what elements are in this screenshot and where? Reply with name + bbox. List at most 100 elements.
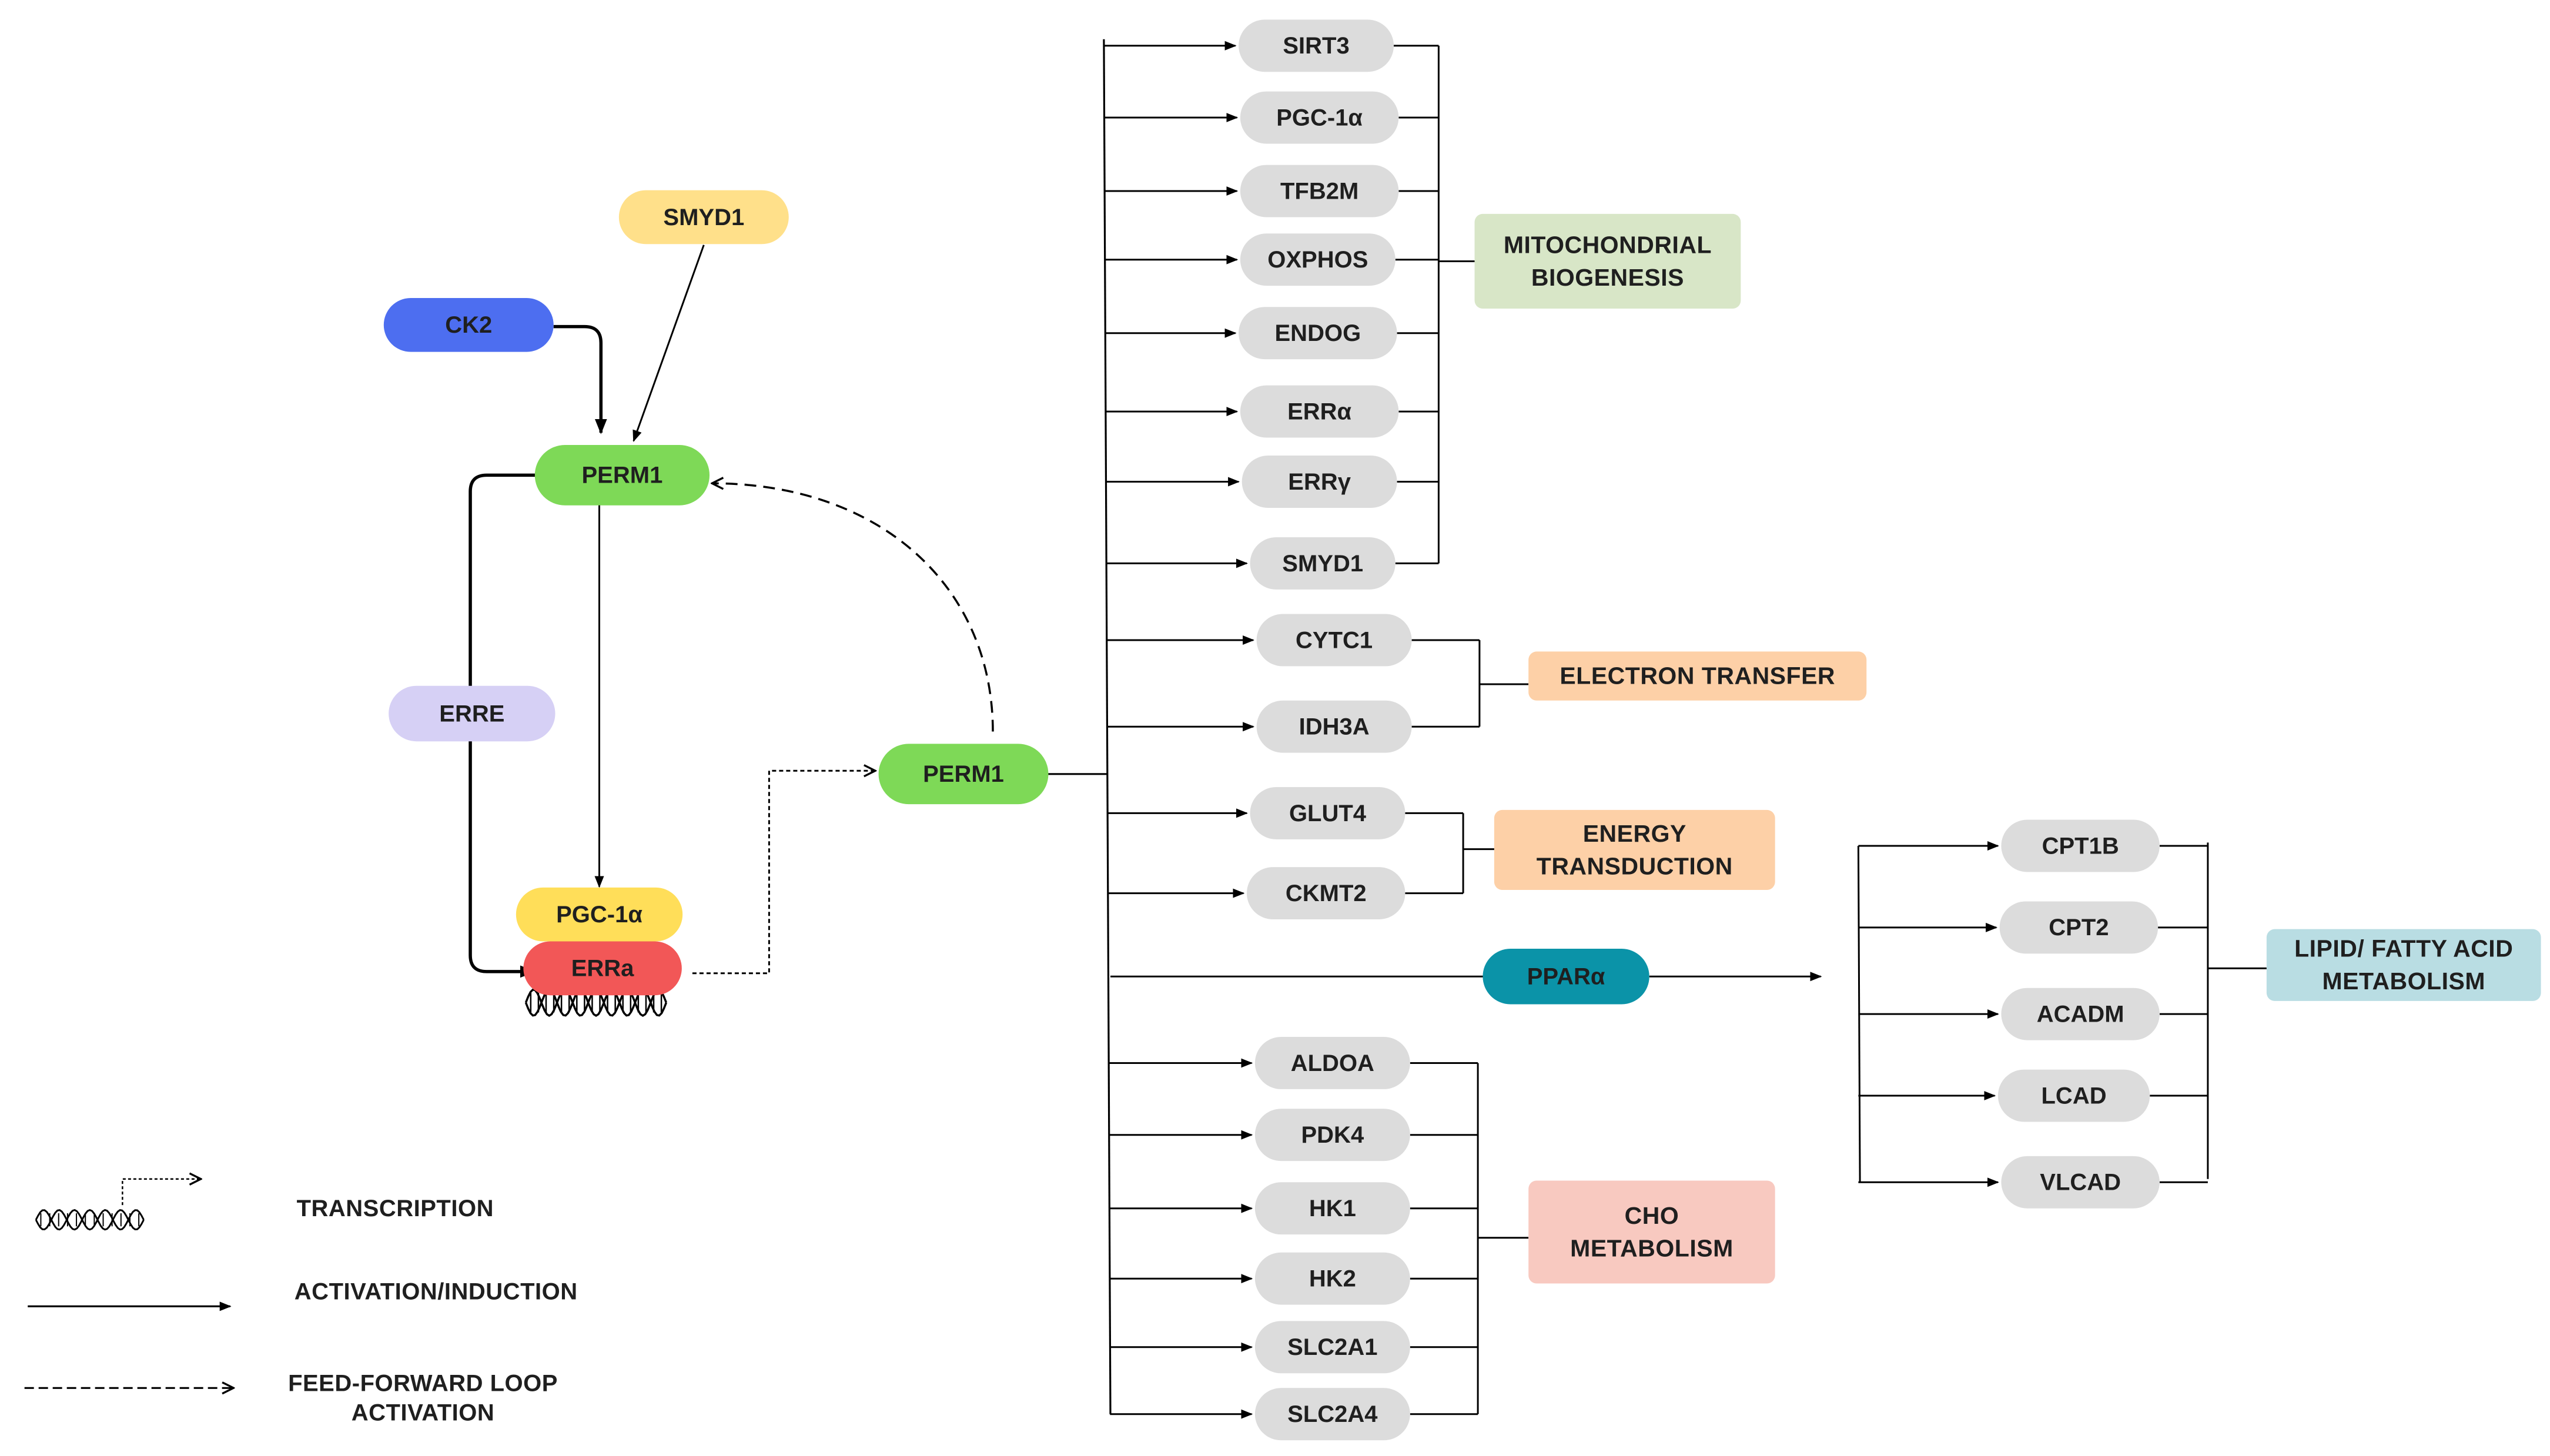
cho-category-box-shape bbox=[1528, 1180, 1775, 1284]
mito-target-3-shape bbox=[1240, 233, 1396, 286]
smyd1-node-label-line: SMYD1 bbox=[663, 205, 744, 230]
energy-target-0-shape bbox=[1250, 786, 1405, 839]
lipid-target-1-label: CPT2 bbox=[2049, 915, 2109, 940]
perm1-center-node-label: PERM1 bbox=[923, 761, 1004, 787]
lipid-target-4-label-line: VLCAD bbox=[2040, 1170, 2121, 1196]
legend-feedforward-label-line: FEED-FORWARD LOOP bbox=[288, 1370, 558, 1396]
electron-target-1-label-line: IDH3A bbox=[1299, 714, 1370, 740]
lipid-target-2[interactable]: ACADM bbox=[2001, 988, 2160, 1040]
lipid-target-2-shape bbox=[2001, 988, 2160, 1040]
mito-target-4[interactable]: ENDOG bbox=[1239, 307, 1397, 360]
electron-target-1-label: IDH3A bbox=[1299, 714, 1370, 740]
ck2-to-perm1 bbox=[553, 324, 607, 434]
lipid-target-4-shape bbox=[2001, 1156, 2160, 1209]
mito-target-4-label-line: ENDOG bbox=[1275, 320, 1361, 346]
energy-category-box-label-line: TRANSDUCTION bbox=[1537, 852, 1733, 879]
electron-target-0-shape bbox=[1256, 614, 1412, 667]
mito-target-1[interactable]: PGC-1α bbox=[1240, 91, 1399, 144]
electron-category-box-label: ELECTRON TRANSFER bbox=[1560, 662, 1835, 689]
legend: TRANSCRIPTIONACTIVATION/INDUCTIONFEED-FO… bbox=[24, 1179, 577, 1425]
pgc1a-node-label: PGC-1α bbox=[556, 902, 642, 928]
mito-target-3-label-line: OXPHOS bbox=[1267, 247, 1368, 273]
cho-target-2[interactable]: HK1 bbox=[1254, 1182, 1410, 1235]
lipid-target-1-shape bbox=[1999, 901, 2159, 954]
energy-target-1-label: CKMT2 bbox=[1286, 881, 1367, 906]
energy-target-1[interactable]: CKMT2 bbox=[1247, 867, 1405, 920]
lipid-target-3[interactable]: LCAD bbox=[1997, 1069, 2150, 1122]
ck2-node-shape bbox=[383, 297, 554, 352]
erra-node-label-line: ERRa bbox=[571, 956, 634, 982]
mito-target-7-label: SMYD1 bbox=[1282, 551, 1363, 577]
electron-target-1[interactable]: IDH3A bbox=[1256, 700, 1412, 753]
pgc1a-node[interactable]: PGC-1α bbox=[516, 887, 683, 942]
mito-target-4-shape bbox=[1239, 307, 1397, 360]
mito-target-1-label-line: PGC-1α bbox=[1276, 105, 1363, 130]
mito-target-0-shape bbox=[1239, 19, 1394, 72]
cho-category-box-label-line: CHO bbox=[1625, 1202, 1679, 1229]
electron-target-0-label: CYTC1 bbox=[1296, 627, 1373, 653]
mito-target-6-shape bbox=[1241, 456, 1397, 508]
electron-category-box: ELECTRON TRANSFER bbox=[1528, 651, 1867, 701]
mito-target-0[interactable]: SIRT3 bbox=[1239, 19, 1394, 72]
pgc1a-node-shape bbox=[516, 887, 683, 942]
cho-target-3[interactable]: HK2 bbox=[1254, 1252, 1410, 1305]
ck2-node-label: CK2 bbox=[445, 312, 492, 338]
mito-target-0-label-line: SIRT3 bbox=[1283, 33, 1349, 59]
perm1-center-node[interactable]: PERM1 bbox=[878, 744, 1049, 805]
legend-feedforward-label: FEED-FORWARD LOOP ACTIVATION bbox=[288, 1370, 558, 1425]
erra-node-label: ERRa bbox=[571, 956, 634, 982]
lipid-target-1-label-line: CPT2 bbox=[2049, 915, 2109, 940]
lipid-target-0[interactable]: CPT1B bbox=[2001, 819, 2160, 872]
electron-target-0[interactable]: CYTC1 bbox=[1256, 614, 1412, 667]
mito-target-2-label-line: TFB2M bbox=[1280, 178, 1358, 204]
mito-target-5-shape bbox=[1240, 385, 1399, 438]
legend-dna-strand bbox=[35, 1209, 145, 1231]
ck2-node[interactable]: CK2 bbox=[383, 297, 554, 352]
cho-target-1[interactable]: PDK4 bbox=[1254, 1109, 1410, 1162]
lipid-target-4[interactable]: VLCAD bbox=[2001, 1156, 2160, 1209]
erre-node-shape bbox=[389, 685, 555, 742]
ck2-node-label-line: CK2 bbox=[445, 312, 492, 338]
cho-target-2-label: HK1 bbox=[1309, 1196, 1356, 1221]
electron-category-box-shape bbox=[1528, 651, 1867, 701]
perm1-top-node-shape bbox=[534, 445, 710, 506]
cho-target-1-label-line: PDK4 bbox=[1301, 1122, 1364, 1148]
electron-target-0-label-line: CYTC1 bbox=[1296, 627, 1373, 653]
cho-target-4[interactable]: SLC2A1 bbox=[1254, 1321, 1410, 1374]
erra-node[interactable]: ERRa bbox=[523, 941, 682, 996]
perm1-top-node[interactable]: PERM1 bbox=[534, 445, 710, 506]
erre-node[interactable]: ERRE bbox=[389, 685, 555, 742]
lipid-target-1[interactable]: CPT2 bbox=[1999, 901, 2159, 954]
lipid-target-3-label: LCAD bbox=[2042, 1083, 2107, 1109]
mito-target-2[interactable]: TFB2M bbox=[1240, 165, 1399, 217]
lipid-target-4-label: VLCAD bbox=[2040, 1170, 2121, 1196]
mito-target-0-label: SIRT3 bbox=[1283, 33, 1349, 59]
cho-target-0[interactable]: ALDOA bbox=[1254, 1037, 1410, 1089]
cho-target-5[interactable]: SLC2A4 bbox=[1254, 1388, 1410, 1441]
mito-category-box-label-line: BIOGENESIS bbox=[1531, 264, 1684, 291]
mito-target-5-label-line: ERRα bbox=[1287, 399, 1351, 424]
mito-target-1-label: PGC-1α bbox=[1276, 105, 1363, 130]
smyd1-node[interactable]: SMYD1 bbox=[618, 190, 789, 245]
mito-target-3[interactable]: OXPHOS bbox=[1240, 233, 1396, 286]
mito-target-7[interactable]: SMYD1 bbox=[1250, 537, 1396, 590]
pgc1a-node-label-line: PGC-1α bbox=[556, 902, 642, 928]
legend-feedforward-label-line: ACTIVATION bbox=[352, 1400, 495, 1425]
mito-target-2-shape bbox=[1240, 165, 1399, 217]
mito-target-7-label-line: SMYD1 bbox=[1282, 551, 1363, 577]
electron-target-1-shape bbox=[1256, 700, 1412, 753]
mito-target-5[interactable]: ERRα bbox=[1240, 385, 1399, 438]
legend-transcription-label: TRANSCRIPTION bbox=[297, 1196, 494, 1221]
cho-target-5-label-line: SLC2A4 bbox=[1287, 1401, 1378, 1427]
erra-to-perm1-dotted bbox=[692, 771, 875, 975]
mito-target-3-label: OXPHOS bbox=[1267, 247, 1368, 273]
ppara-node[interactable]: PPARα bbox=[1483, 949, 1649, 1005]
energy-target-0[interactable]: GLUT4 bbox=[1250, 786, 1405, 839]
erre-node-label-line: ERRE bbox=[439, 701, 504, 727]
mito-target-6[interactable]: ERRγ bbox=[1241, 456, 1397, 508]
